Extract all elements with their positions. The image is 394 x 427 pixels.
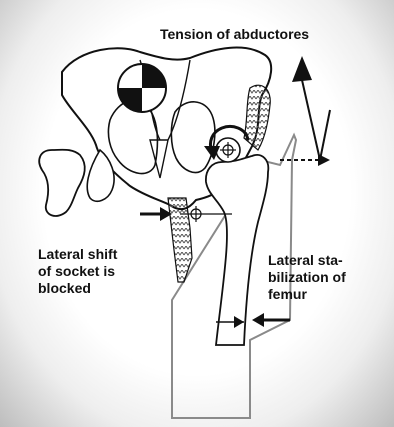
- tension-label: Tension of abductores: [160, 26, 309, 43]
- left-femur: [39, 150, 85, 216]
- force-arrowhead-right-icon: [318, 154, 330, 166]
- graft-upper-right: [244, 85, 270, 150]
- force-arrowhead-up-icon: [292, 56, 312, 82]
- graft-lower-left: [168, 198, 192, 282]
- lateral-shift-label: Lateral shift of socket is blocked: [38, 246, 117, 297]
- center-of-mass-icon: [118, 64, 166, 112]
- lateral-stabilization-label: Lateral sta- bilization of femur: [268, 252, 346, 303]
